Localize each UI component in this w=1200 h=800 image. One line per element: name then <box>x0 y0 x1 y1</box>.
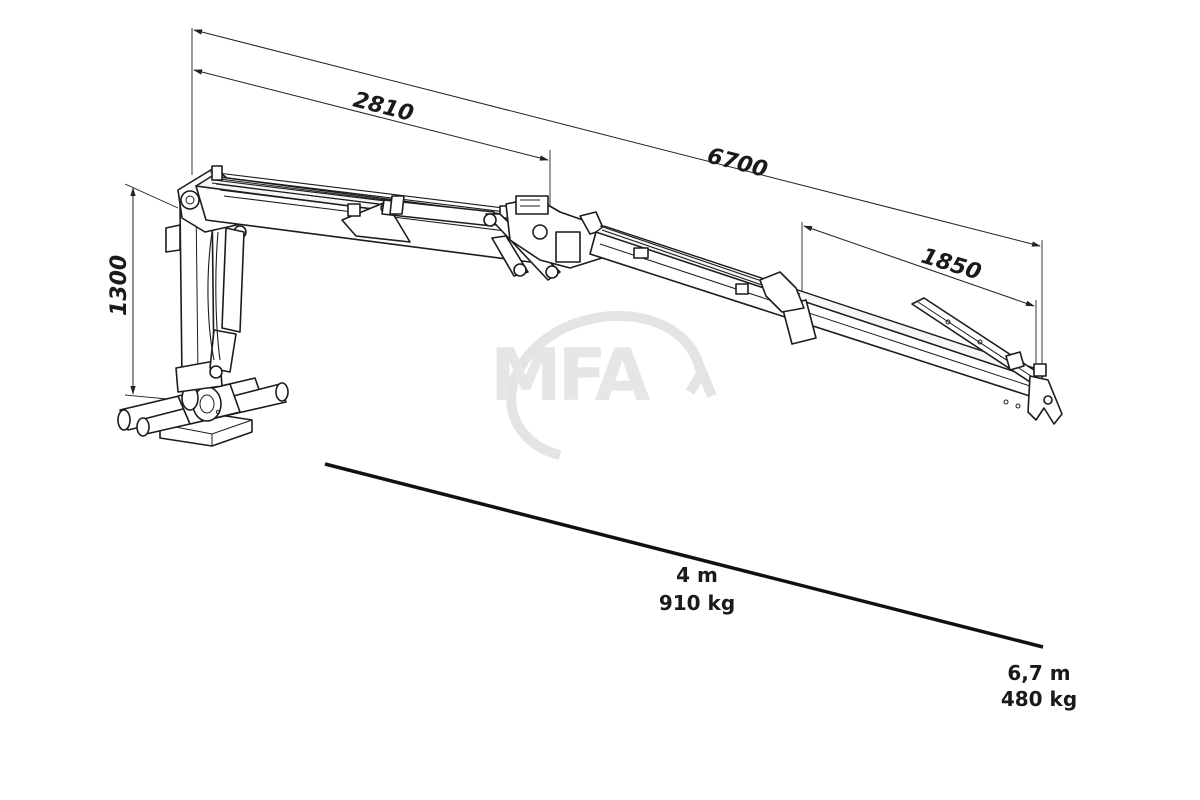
load-radius-line <box>324 462 1044 649</box>
dimension-label-1850: 1850 <box>918 244 984 286</box>
dimension-label-2810: 2810 <box>351 88 417 127</box>
load-weight-2: 480 kg <box>1001 687 1077 711</box>
load-reach-1: 4 m <box>676 563 718 587</box>
load-weight-1: 910 kg <box>659 591 735 615</box>
dimension-label-6700: 6700 <box>705 144 771 183</box>
load-chart: 4 m 910 kg 6,7 m 480 kg <box>324 462 1077 711</box>
load-reach-2: 6,7 m <box>1007 661 1070 685</box>
dimension-column-height: 1300 <box>107 183 179 401</box>
watermark-text: MFA <box>490 333 651 417</box>
crane-base <box>117 377 289 447</box>
lift-cylinder <box>207 227 245 379</box>
mfa-watermark-logo: MFA <box>490 311 717 460</box>
fold-cylinder-and-knuckle <box>381 195 605 281</box>
dimension-label-1300: 1300 <box>107 255 132 316</box>
outer-boom <box>589 225 1047 409</box>
extension-tip <box>911 297 1063 425</box>
